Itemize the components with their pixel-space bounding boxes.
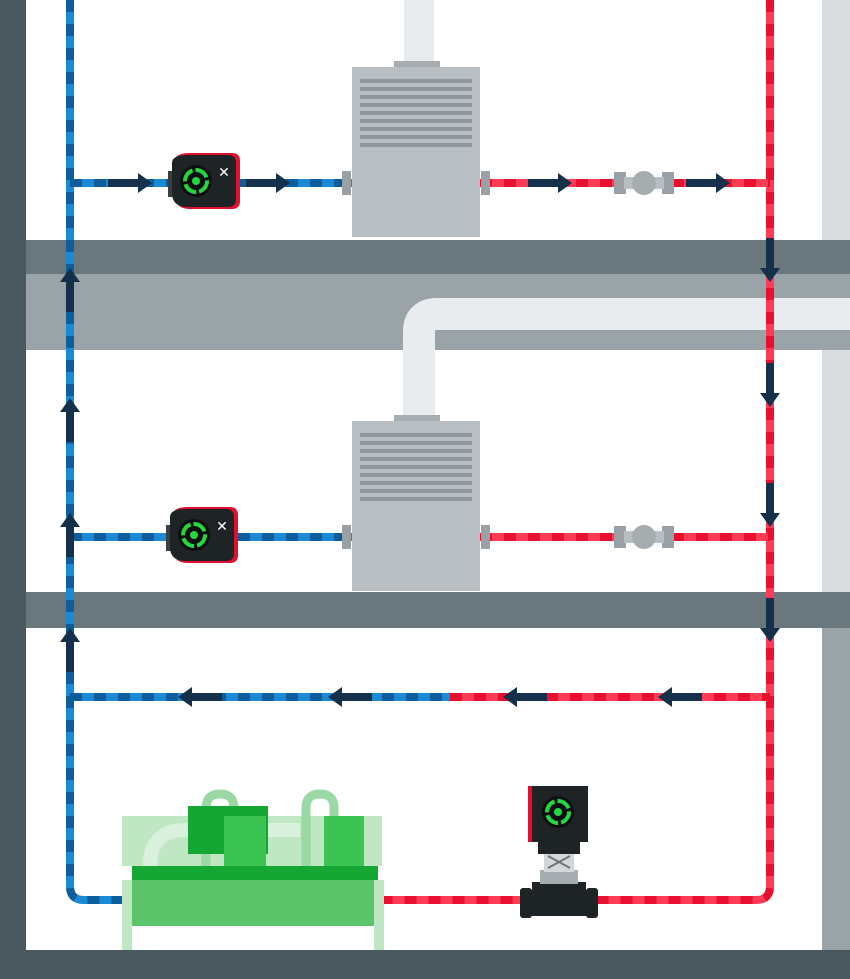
flow-arrow-icon — [760, 598, 780, 642]
circulator-pump-icon — [164, 505, 240, 565]
right-column-middle — [822, 350, 850, 592]
right-column-lower — [822, 628, 850, 950]
air-ducts — [403, 0, 850, 420]
balancing-valve-icon — [614, 525, 674, 549]
left-wall — [0, 0, 26, 979]
cold-riser-pipe — [66, 0, 132, 904]
ground-floor — [0, 950, 850, 979]
fan-coil-unit-icon — [342, 415, 490, 591]
flow-arrow-icon — [528, 173, 572, 193]
equipment — [122, 61, 674, 950]
flow-arrow-icon — [760, 363, 780, 407]
flow-arrow-icon — [178, 687, 222, 707]
upper-unit-duct — [404, 0, 434, 64]
circulator-pump-icon — [166, 151, 242, 211]
flow-arrow-icon — [60, 628, 80, 672]
flow-arrow-icon — [503, 687, 547, 707]
flow-arrow-icon — [60, 268, 80, 312]
flow-arrow-icon — [328, 687, 372, 707]
hot-riser-pipe — [382, 0, 774, 904]
flow-arrow-icon — [658, 687, 702, 707]
middle-floor-slab — [26, 592, 850, 628]
middle-unit-duct — [403, 298, 850, 420]
flow-arrow-icon — [246, 173, 290, 193]
flow-arrow-icon — [760, 483, 780, 527]
fan-coil-unit-icon — [342, 61, 490, 237]
inline-pump-icon — [520, 786, 598, 918]
right-column-upper — [822, 0, 850, 240]
heat-pump-unit-icon — [122, 789, 384, 950]
flow-arrow-icon — [686, 173, 730, 193]
upper-floor-slab — [26, 240, 850, 350]
flow-arrow-icon — [108, 173, 152, 193]
flow-arrow-icon — [60, 513, 80, 557]
pipe-network — [66, 0, 774, 904]
balancing-valve-icon — [614, 171, 674, 195]
flow-arrow-icon — [760, 238, 780, 282]
flow-arrows — [60, 173, 780, 707]
flow-arrow-icon — [60, 398, 80, 442]
